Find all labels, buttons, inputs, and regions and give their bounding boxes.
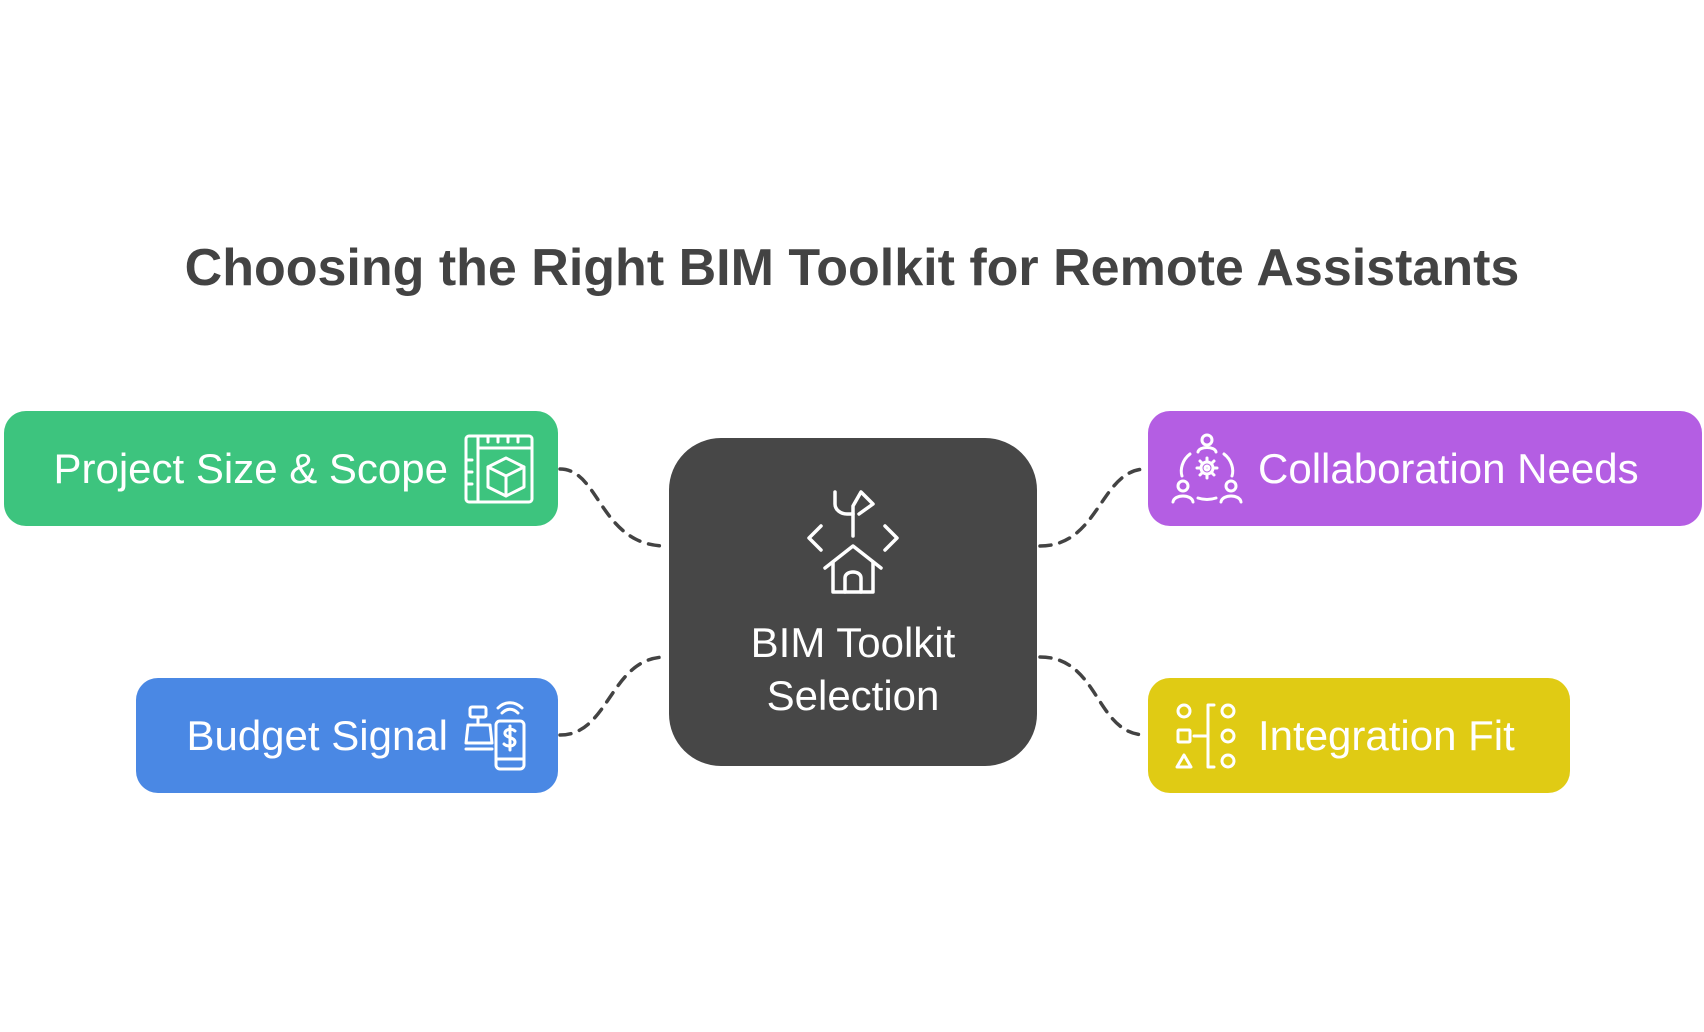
connector-integration — [1038, 655, 1148, 737]
node-budget-signal[interactable]: Budget Signal — [136, 678, 558, 793]
connector-project — [558, 467, 668, 548]
node-label: Collaboration Needs — [1258, 444, 1639, 492]
node-label: Integration Fit — [1258, 711, 1515, 759]
register-phone-dollar-icon — [462, 699, 536, 773]
bim-building-code-icon — [795, 486, 911, 602]
blueprint-cube-icon — [462, 432, 536, 506]
node-label: Project Size & Scope — [53, 444, 448, 492]
connector-budget — [558, 655, 668, 737]
shapes-bracket-icon — [1170, 699, 1244, 773]
diagram-title: Choosing the Right BIM Toolkit for Remot… — [184, 239, 1520, 297]
node-integration-fit[interactable]: Integration Fit — [1148, 678, 1570, 793]
team-gear-icon — [1170, 432, 1244, 506]
center-label: BIM Toolkit Selection — [750, 619, 956, 719]
node-label: Budget Signal — [186, 711, 448, 759]
center-node-bim-toolkit-selection[interactable]: BIM Toolkit Selection — [669, 438, 1037, 766]
connector-collab — [1038, 467, 1148, 548]
node-collaboration-needs[interactable]: Collaboration Needs — [1148, 411, 1702, 526]
node-project-size-scope[interactable]: Project Size & Scope — [4, 411, 558, 526]
